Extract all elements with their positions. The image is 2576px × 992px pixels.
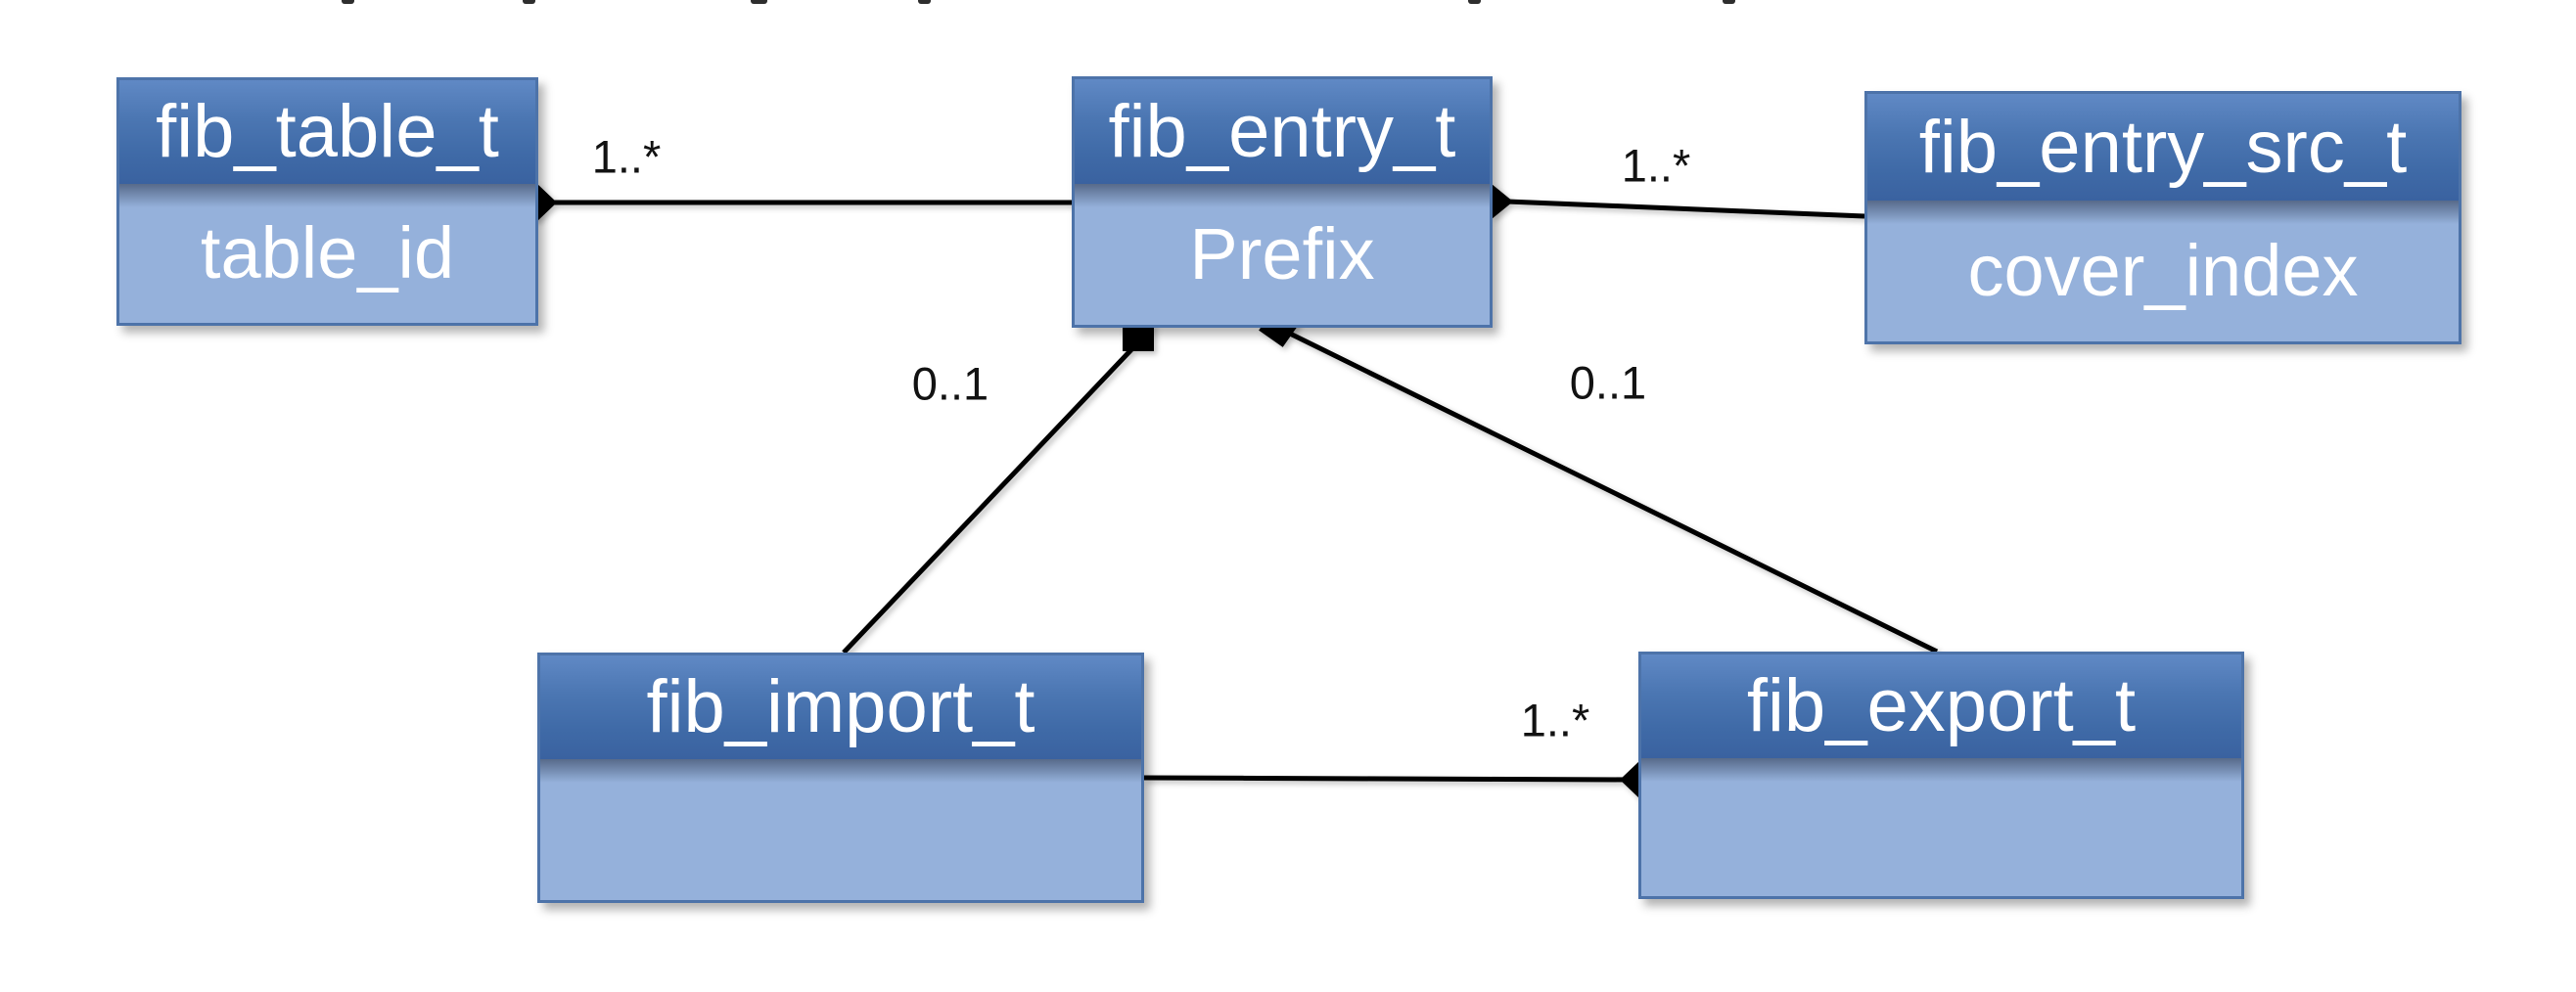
class-header: fib_export_t (1641, 654, 2241, 758)
multiplicity-label: 0..1 (911, 357, 989, 410)
connector-import-export (1143, 775, 1635, 783)
class-header: fib_import_t (540, 655, 1141, 759)
class-title: fib_export_t (1746, 664, 2137, 747)
class-box-fib-export-t: fib_export_t (1638, 652, 2244, 899)
multiplicity-label: 1..* (591, 130, 662, 183)
class-header: fib_entry_t (1075, 79, 1490, 184)
class-box-fib-entry-t: fib_entry_t Prefix (1072, 76, 1493, 328)
multiplicity-label: 1..* (1621, 139, 1691, 192)
clipped-text-fragment (751, 0, 767, 4)
class-attribute-section (540, 759, 1141, 900)
multiplicity-label: 1..* (1520, 694, 1590, 746)
composition-diamond-icon (1492, 184, 1513, 219)
class-title: fib_entry_t (1108, 89, 1456, 173)
class-attribute: cover_index (1967, 230, 2359, 311)
class-attribute: table_id (200, 212, 455, 293)
clipped-text-fragment (523, 0, 535, 4)
class-title: fib_table_t (156, 90, 499, 173)
connector-entry-src (1506, 199, 1865, 219)
class-header: fib_entry_src_t (1867, 94, 2459, 201)
clipped-text-fragment (1723, 0, 1735, 4)
class-box-fib-table-t: fib_table_t table_id (116, 77, 538, 326)
clipped-text-fragment (1468, 0, 1481, 4)
clipped-text-fragment (918, 0, 931, 4)
connector-entry-import (842, 340, 1140, 654)
clipped-text-fragment (342, 0, 354, 4)
class-header: fib_table_t (119, 80, 535, 184)
class-title: fib_entry_src_t (1918, 105, 2408, 189)
multiplicity-label: 0..1 (1569, 356, 1647, 409)
class-attribute-section: Prefix (1075, 184, 1490, 325)
class-box-fib-import-t: fib_import_t (537, 653, 1144, 903)
composition-square-icon (1123, 324, 1154, 351)
connector-entry-export (1282, 328, 1939, 654)
class-title: fib_import_t (646, 665, 1035, 748)
class-attribute-section: cover_index (1867, 201, 2459, 341)
class-attribute-section: table_id (119, 184, 535, 323)
class-box-fib-entry-src-t: fib_entry_src_t cover_index (1864, 91, 2461, 344)
class-attribute-section (1641, 758, 2241, 896)
class-attribute: Prefix (1189, 213, 1375, 294)
